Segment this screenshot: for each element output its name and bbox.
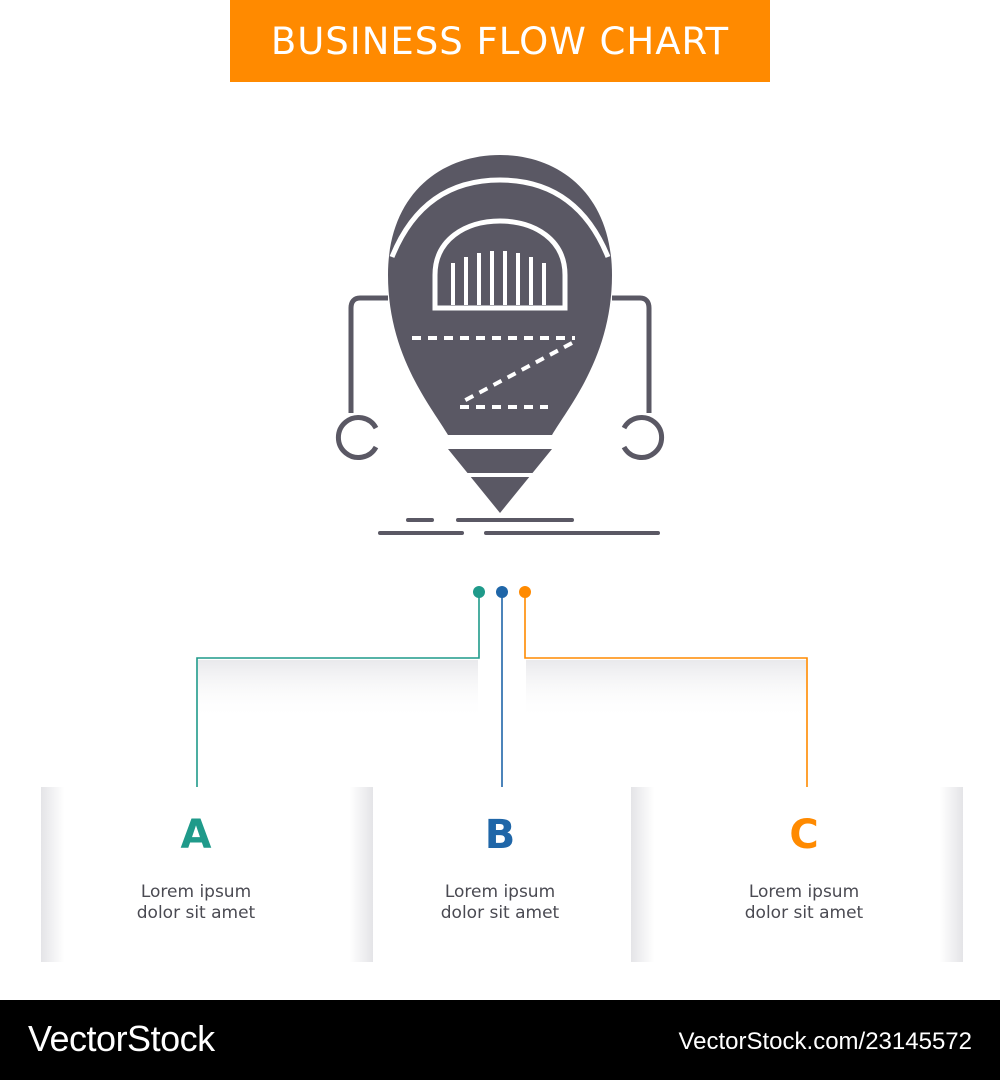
panel-c-line2: dolor sit amet	[744, 903, 864, 923]
footer-image-id: VectorStock.com/23145572	[678, 1028, 972, 1055]
connector-dot-a	[473, 586, 485, 598]
connector-a	[196, 592, 480, 798]
panel-c	[631, 787, 963, 962]
panel-b-letter: B	[484, 812, 516, 858]
panel-b-line2: dolor sit amet	[440, 903, 560, 923]
panel-a-background	[41, 787, 373, 962]
panel-c-text: Lorem ipsum dolor sit amet	[649, 882, 959, 924]
footer-bar: VectorStock VectorStock.com/23145572	[0, 1000, 1000, 1080]
panel-b-line1: Lorem ipsum	[444, 882, 556, 902]
panel-c-background	[631, 787, 963, 962]
connector-lines	[196, 586, 808, 798]
panel-a-text: Lorem ipsum dolor sit amet	[41, 882, 351, 924]
title-banner: BUSINESS FLOW CHART	[230, 0, 770, 82]
panel-c-line1: Lorem ipsum	[748, 882, 860, 902]
footer-logo: VectorStock	[28, 1018, 215, 1059]
connector-c	[524, 592, 808, 798]
robot-beta-icon	[335, 155, 665, 535]
panel-b-text: Lorem ipsum dolor sit amet	[345, 882, 655, 924]
panel-a-letter: A	[180, 812, 212, 858]
panel-a	[41, 787, 373, 962]
panel-a-line1: Lorem ipsum	[140, 882, 252, 902]
panel-c-letter: C	[789, 812, 819, 858]
panel-a-line2: dolor sit amet	[136, 903, 256, 923]
title-text: BUSINESS FLOW CHART	[270, 19, 730, 63]
connector-dot-b	[496, 586, 508, 598]
connector-dot-c	[519, 586, 531, 598]
